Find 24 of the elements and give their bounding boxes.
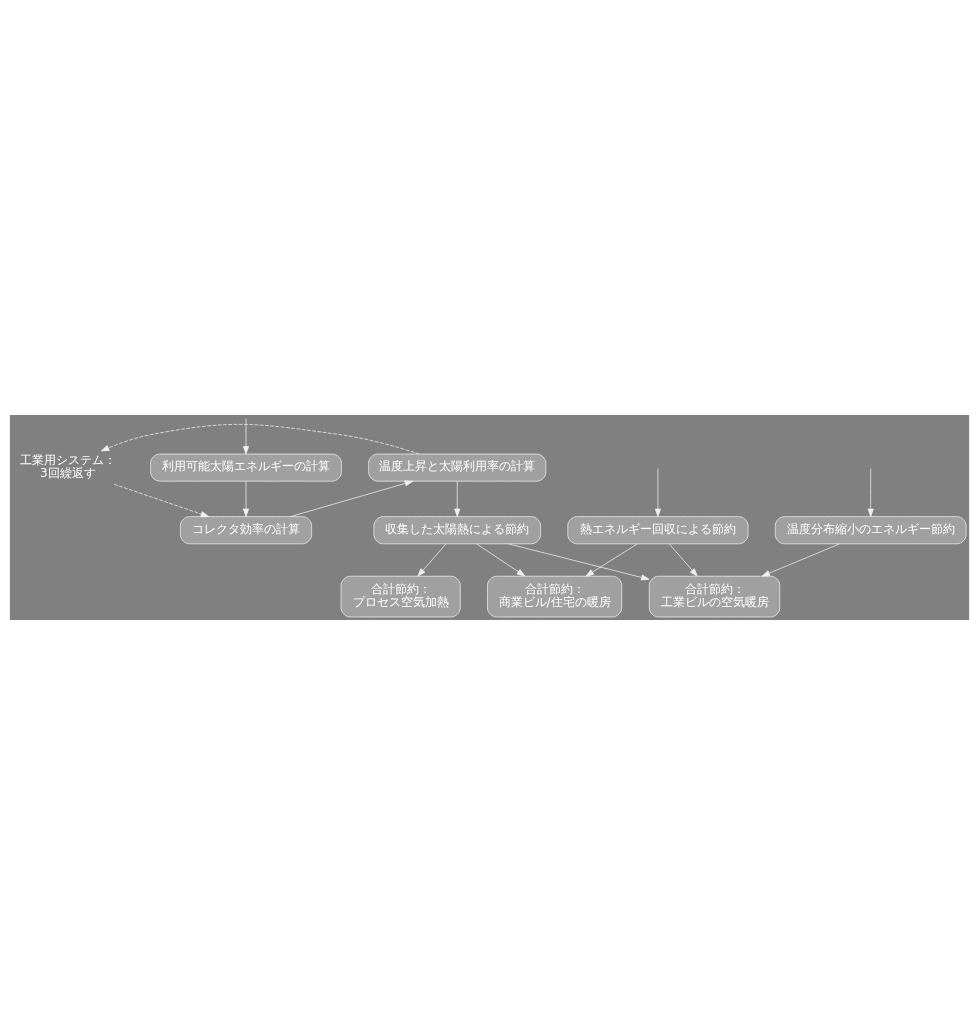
arrow — [113, 483, 209, 517]
node-box: 温度上昇と太陽利用率の計算 — [368, 453, 547, 482]
arrow — [508, 543, 650, 580]
node-box: 合計節約： 工業ビルの空気暖房 — [648, 575, 781, 617]
node-box: 合計節約： 商業ビル/住宅の暖房 — [487, 575, 623, 617]
arrow — [669, 543, 698, 576]
arrow — [454, 480, 461, 517]
arrow — [476, 543, 526, 576]
arrow — [417, 543, 447, 576]
arrow — [761, 543, 840, 576]
node-box: 温度分布縮小のエネルギー節約 — [774, 515, 967, 544]
arrow — [243, 417, 249, 454]
arrow — [243, 480, 249, 517]
arrow — [654, 467, 661, 517]
node-box: 利用可能太陽エネルギーの計算 — [150, 453, 342, 482]
node-box: 合計節約： プロセス空気加熱 — [340, 575, 461, 617]
arrow — [100, 423, 420, 454]
arrow — [867, 467, 874, 517]
node-box: 熱エネルギー回収による節約 — [567, 515, 749, 544]
node-text: 工業用システム： 3回繰返す — [19, 452, 116, 480]
arrow — [290, 479, 414, 517]
node-box: コレクタ効率の計算 — [180, 515, 312, 544]
arrow — [585, 543, 638, 576]
node-box: 収集した太陽熱による節約 — [373, 515, 541, 544]
